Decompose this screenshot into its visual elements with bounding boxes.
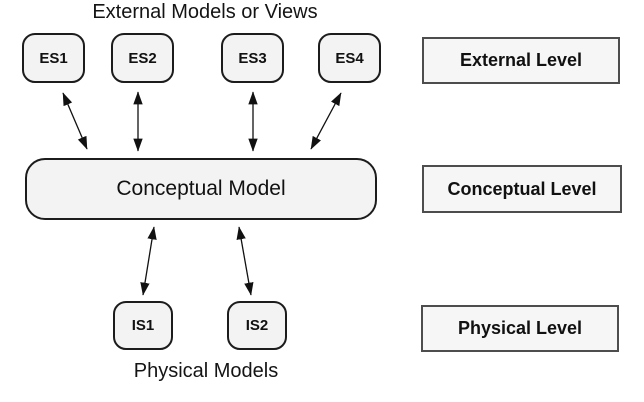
arrow-conceptual-is2	[236, 226, 254, 296]
node-es4: ES4	[318, 33, 381, 83]
node-es1: ES1	[22, 33, 85, 83]
label-external-level: External Level	[422, 37, 620, 84]
node-es2: ES2	[111, 33, 174, 83]
external-models-caption: External Models or Views	[92, 1, 318, 23]
node-es3: ES3	[221, 33, 284, 83]
node-conceptual-model: Conceptual Model	[25, 158, 377, 220]
arrow-es1-conceptual	[62, 92, 88, 150]
physical-models-caption: Physical Models	[133, 360, 279, 382]
label-physical-level: Physical Level	[421, 305, 619, 352]
node-is2: IS2	[227, 301, 287, 350]
arrow-es4-conceptual	[310, 92, 342, 150]
label-conceptual-level: Conceptual Level	[422, 165, 622, 213]
arrow-conceptual-is1	[140, 226, 157, 296]
node-is1: IS1	[113, 301, 173, 350]
